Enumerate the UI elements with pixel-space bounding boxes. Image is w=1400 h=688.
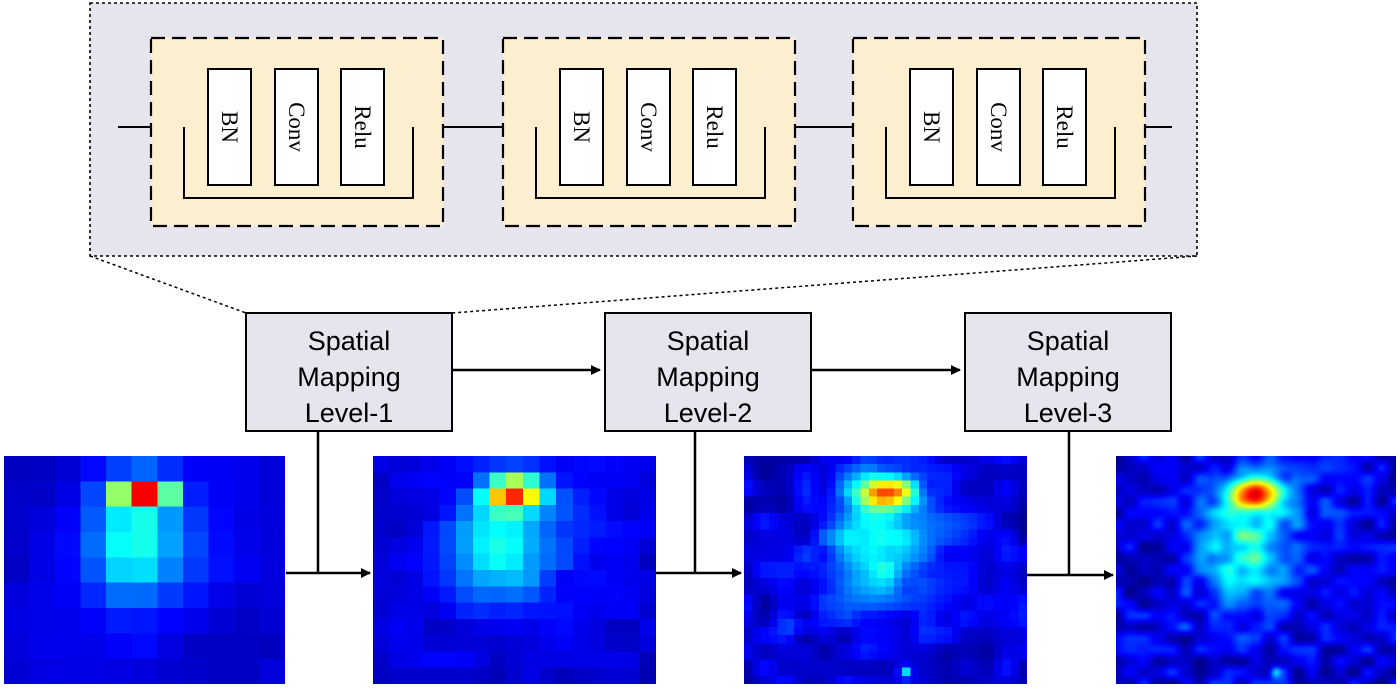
heatmaps <box>4 456 1396 684</box>
layer-bn: BN <box>559 68 604 186</box>
level-boxes: SpatialMappingLevel-1SpatialMappingLevel… <box>245 312 1172 432</box>
level-box-frame <box>604 312 812 432</box>
heatmap-3 <box>744 456 1027 684</box>
residual-block-1: BN Conv Relu <box>149 36 445 228</box>
level-label-line: Mapping <box>1016 362 1120 392</box>
layer-conv: Conv <box>626 68 671 186</box>
layer-label: Conv <box>636 102 661 152</box>
flow-arrows <box>286 365 1114 580</box>
zoom-line-left <box>89 255 247 314</box>
layer-box <box>274 68 319 186</box>
heatmap-1 <box>4 456 285 684</box>
layer-box <box>909 68 954 186</box>
layer-box <box>1042 68 1087 186</box>
layer-label: Conv <box>986 102 1011 152</box>
layer-label: Relu <box>1052 105 1077 149</box>
layer-box <box>626 68 671 186</box>
level-label-line: Level-3 <box>1024 398 1113 428</box>
heatmap-4 <box>1116 456 1396 684</box>
level-label-line: Spatial <box>308 326 391 356</box>
layer-label: BN <box>217 111 242 143</box>
layer-box <box>207 68 252 186</box>
level-box-frame <box>964 312 1172 432</box>
layer-conv: Conv <box>976 68 1021 186</box>
residual-block-2: BN Conv Relu <box>501 36 797 228</box>
layer-label: Relu <box>702 105 727 149</box>
layer-box <box>976 68 1021 186</box>
layer-label: Relu <box>350 105 375 149</box>
layer-box <box>559 68 604 186</box>
skip-connection <box>535 127 766 199</box>
level-box-frame <box>245 312 453 432</box>
layer-relu: Relu <box>692 68 737 186</box>
level-label-line: Level-2 <box>664 398 753 428</box>
layer-label: Conv <box>284 102 309 152</box>
layer-bn: BN <box>909 68 954 186</box>
skip-connection <box>885 127 1116 199</box>
layer-label: BN <box>919 111 944 143</box>
layer-bn: BN <box>207 68 252 186</box>
layer-label: BN <box>569 111 594 143</box>
layer-conv: Conv <box>274 68 319 186</box>
layer-relu: Relu <box>340 68 385 186</box>
level-label-line: Spatial <box>667 326 750 356</box>
zoom-line-right <box>451 255 1198 314</box>
residual-block-3: BN Conv Relu <box>851 36 1147 228</box>
layer-box <box>340 68 385 186</box>
level-label-line: Spatial <box>1027 326 1110 356</box>
heatmap-2 <box>373 456 656 684</box>
layer-box <box>692 68 737 186</box>
level-label-line: Mapping <box>656 362 760 392</box>
layer-relu: Relu <box>1042 68 1087 186</box>
level-label-line: Level-1 <box>305 398 394 428</box>
skip-connection <box>183 127 414 199</box>
level-label-line: Mapping <box>297 362 401 392</box>
residual-blocks: BN Conv Relu BN Conv Relu BN Conv Relu <box>118 36 1172 228</box>
